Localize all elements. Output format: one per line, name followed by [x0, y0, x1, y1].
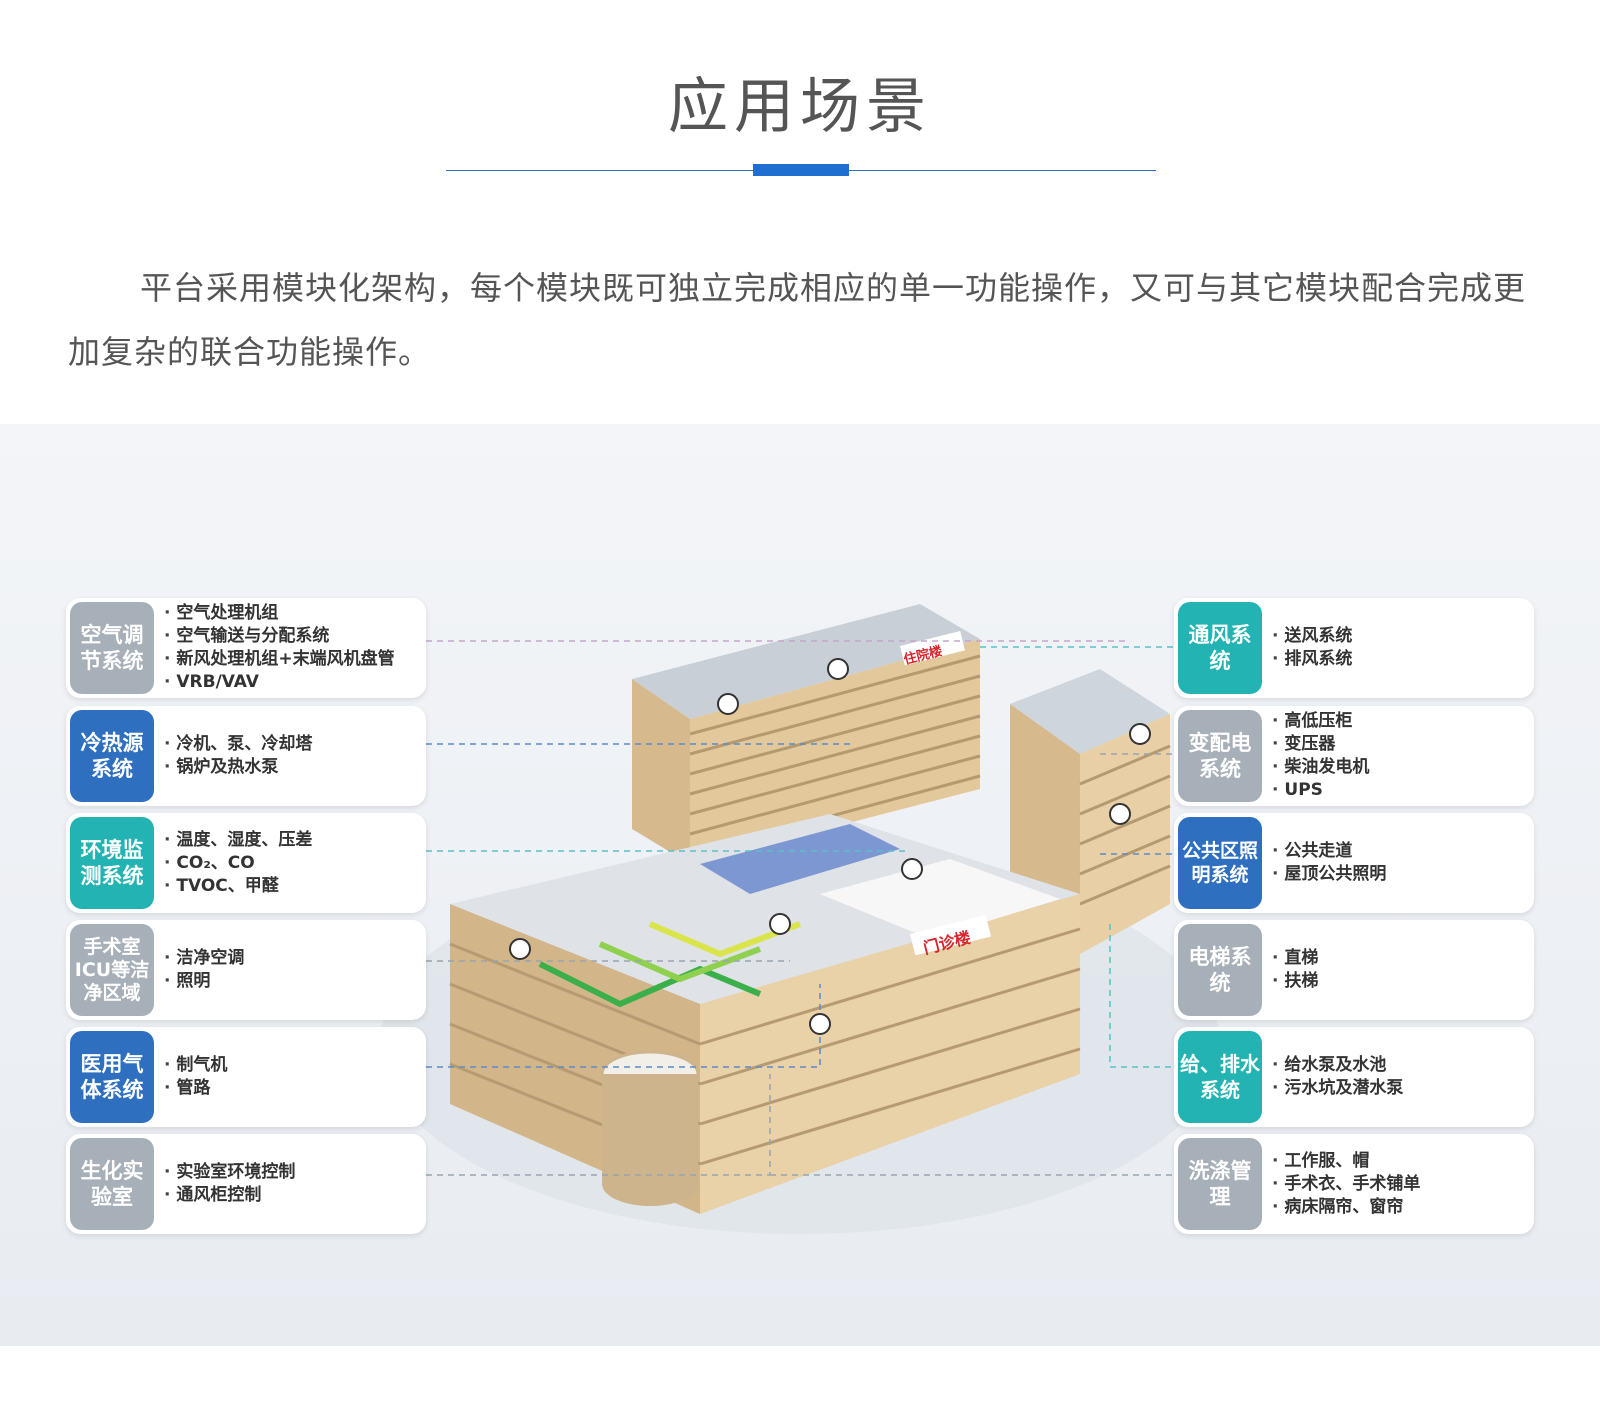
title-accent-bar — [753, 164, 849, 176]
module-card-cooling-heating[interactable]: 冷热源系统 冷机、泵、冷却塔 锅炉及热水泵 — [66, 706, 426, 806]
module-item: 工作服、帽 — [1272, 1150, 1526, 1173]
module-items: 温度、湿度、压差 CO₂、CO TVOC、甲醛 — [164, 813, 418, 913]
module-item: 管路 — [164, 1077, 418, 1100]
module-item: 变压器 — [1272, 733, 1526, 756]
module-badge: 生化实验室 — [70, 1138, 154, 1230]
module-badge: 洗涤管理 — [1178, 1138, 1262, 1230]
module-items: 公共走道 屋顶公共照明 — [1272, 813, 1526, 913]
module-badge: 给、排水系统 — [1178, 1031, 1262, 1123]
module-card-laundry[interactable]: 洗涤管理 工作服、帽 手术衣、手术铺单 病床隔帘、窗帘 — [1174, 1134, 1534, 1234]
module-item: VRB/VAV — [164, 671, 418, 694]
module-item: TVOC、甲醛 — [164, 875, 418, 898]
module-items: 实验室环境控制 通风柜控制 — [164, 1134, 418, 1234]
module-card-medical-gas[interactable]: 医用气体系统 制气机 管路 — [66, 1027, 426, 1127]
module-items: 空气处理机组 空气输送与分配系统 新风处理机组+末端风机盘管 VRB/VAV — [164, 598, 418, 698]
module-item: 冷机、泵、冷却塔 — [164, 733, 418, 756]
hospital-scene: 住院楼 — [0, 424, 1600, 1346]
module-items: 直梯 扶梯 — [1272, 920, 1526, 1020]
module-badge: 医用气体系统 — [70, 1031, 154, 1123]
module-item: 柴油发电机 — [1272, 756, 1526, 779]
module-card-biochem-lab[interactable]: 生化实验室 实验室环境控制 通风柜控制 — [66, 1134, 426, 1234]
module-card-power-distribution[interactable]: 变配电系统 高低压柜 变压器 柴油发电机 UPS — [1174, 706, 1534, 806]
module-item: 送风系统 — [1272, 625, 1526, 648]
module-item: 屋顶公共照明 — [1272, 863, 1526, 886]
intro-paragraph: 平台采用模块化架构，每个模块既可独立完成相应的单一功能操作，又可与其它模块配合完… — [68, 269, 1527, 371]
module-item: 通风柜控制 — [164, 1184, 418, 1207]
module-item: 实验室环境控制 — [164, 1161, 418, 1184]
module-badge: 变配电系统 — [1178, 710, 1262, 802]
module-badge: 通风系统 — [1178, 602, 1262, 694]
module-badge: 空气调节系统 — [70, 602, 154, 694]
module-badge: 电梯系统 — [1178, 924, 1262, 1016]
module-badge: 冷热源系统 — [70, 710, 154, 802]
module-items: 高低压柜 变压器 柴油发电机 UPS — [1272, 706, 1526, 806]
module-item: 排风系统 — [1272, 648, 1526, 671]
module-card-water-supply-drainage[interactable]: 给、排水系统 给水泵及水池 污水坑及潜水泵 — [1174, 1027, 1534, 1127]
module-item: 温度、湿度、压差 — [164, 829, 418, 852]
outpatient-building: 门诊楼 — [449, 814, 1081, 1214]
module-item: 公共走道 — [1272, 840, 1526, 863]
module-item: 高低压柜 — [1272, 710, 1526, 733]
module-items: 工作服、帽 手术衣、手术铺单 病床隔帘、窗帘 — [1272, 1134, 1526, 1234]
module-item: UPS — [1272, 779, 1526, 802]
module-card-clean-area[interactable]: 手术室ICU等洁净区域 洁净空调 照明 — [66, 920, 426, 1020]
module-item: 新风处理机组+末端风机盘管 — [164, 648, 418, 671]
module-item: 空气输送与分配系统 — [164, 625, 418, 648]
module-badge: 环境监测系统 — [70, 817, 154, 909]
page-title: 应用场景 — [668, 72, 932, 142]
module-card-air-conditioning[interactable]: 空气调节系统 空气处理机组 空气输送与分配系统 新风处理机组+末端风机盘管 VR… — [66, 598, 426, 698]
module-items: 制气机 管路 — [164, 1027, 418, 1127]
module-card-ventilation[interactable]: 通风系统 送风系统 排风系统 — [1174, 598, 1534, 698]
module-item: CO₂、CO — [164, 852, 418, 875]
module-item: 制气机 — [164, 1054, 418, 1077]
module-item: 扶梯 — [1272, 970, 1526, 993]
module-items: 冷机、泵、冷却塔 锅炉及热水泵 — [164, 706, 418, 806]
module-badge: 公共区照明系统 — [1178, 817, 1262, 909]
module-item: 给水泵及水池 — [1272, 1054, 1526, 1077]
module-item: 直梯 — [1272, 947, 1526, 970]
module-item: 污水坑及潜水泵 — [1272, 1077, 1526, 1100]
hospital-illustration: 住院楼 — [380, 604, 1220, 1234]
module-item: 洁净空调 — [164, 947, 418, 970]
module-item: 手术衣、手术铺单 — [1272, 1173, 1526, 1196]
module-badge: 手术室ICU等洁净区域 — [70, 924, 154, 1016]
module-card-public-lighting[interactable]: 公共区照明系统 公共走道 屋顶公共照明 — [1174, 813, 1534, 913]
inpatient-building: 住院楼 — [632, 604, 981, 864]
module-card-elevator[interactable]: 电梯系统 直梯 扶梯 — [1174, 920, 1534, 1020]
module-items: 洁净空调 照明 — [164, 920, 418, 1020]
module-card-environment-monitoring[interactable]: 环境监测系统 温度、湿度、压差 CO₂、CO TVOC、甲醛 — [66, 813, 426, 913]
module-item: 病床隔帘、窗帘 — [1272, 1196, 1526, 1219]
module-item: 锅炉及热水泵 — [164, 756, 418, 779]
module-items: 送风系统 排风系统 — [1272, 598, 1526, 698]
module-item: 空气处理机组 — [164, 602, 418, 625]
module-items: 给水泵及水池 污水坑及潜水泵 — [1272, 1027, 1526, 1127]
module-item: 照明 — [164, 970, 418, 993]
